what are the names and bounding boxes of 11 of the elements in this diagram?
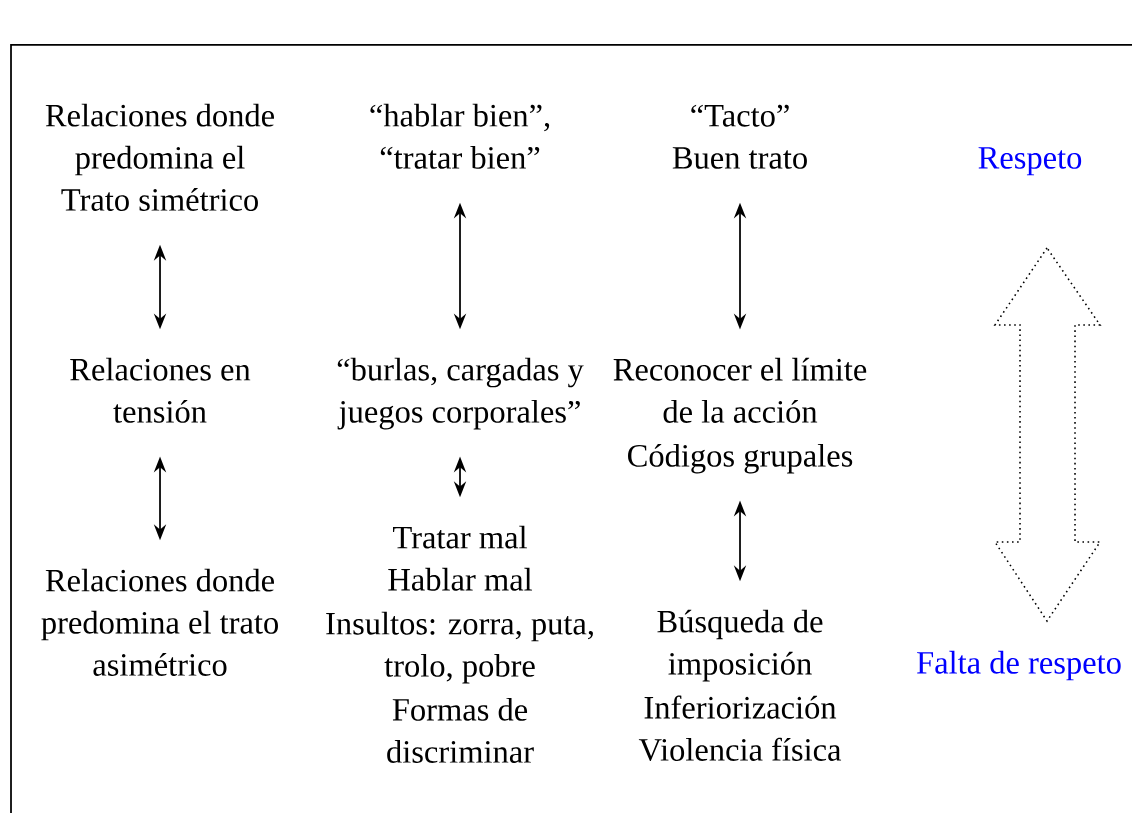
text-label: Tratar mal Hablar mal Insultos: zorra, puta, trolo, pobre Formas de discriminar [326,525,593,763]
text-label: Relaciones donde predomina el Trato simétrico [45,103,274,211]
text-label: Reconocer el límite de la acción Códigos grupales [613,357,867,474]
text-label: “Tacto” Buen trato [672,104,807,169]
text-label: Relaciones en tensión [70,357,251,423]
text-label: Relaciones donde predomina el trato asimétrico [41,568,278,676]
text-label: Respeto [978,147,1082,176]
text-label: Falta de respeto [917,650,1121,681]
text-label: Búsqueda de imposición Inferiorización Violencia física [638,609,842,762]
text-label: “burlas, cargadas y juegos corporales” [337,357,584,430]
text-label: “hablar bien”, “tratar bien” [370,103,550,169]
